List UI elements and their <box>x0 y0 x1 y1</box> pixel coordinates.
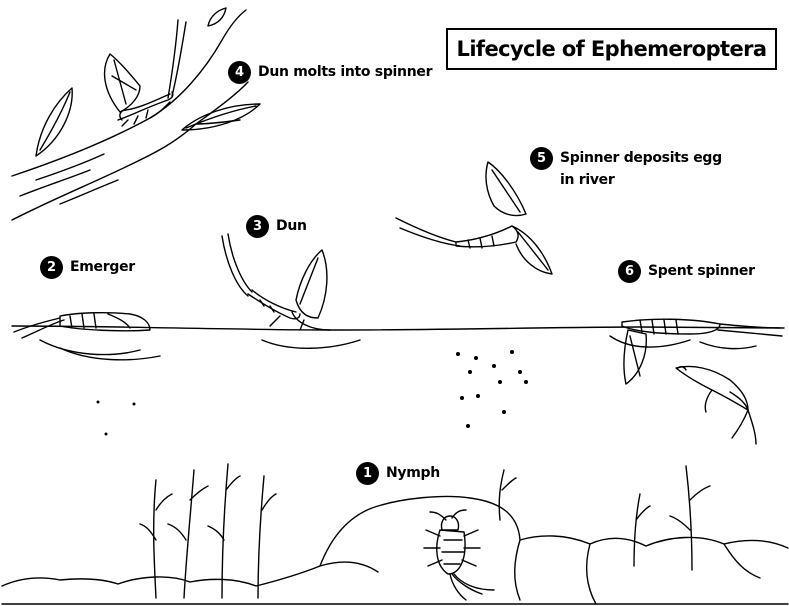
stage-number-badge: 5 <box>530 147 553 170</box>
stage-number-badge: 2 <box>40 256 63 279</box>
stage-3-dun: 3 Dun <box>246 215 307 238</box>
branch-leaf <box>36 88 72 156</box>
stage-number-badge: 3 <box>246 215 269 238</box>
stage-number-badge: 4 <box>228 61 251 84</box>
stage-label: Spent spinner <box>648 260 755 282</box>
stage-number-badge: 6 <box>618 260 641 283</box>
stage-label: Spinner deposits egg in river <box>560 147 722 191</box>
stage-label-line: Spinner deposits egg <box>560 147 722 169</box>
fish <box>676 367 756 445</box>
dun-molting-insect <box>105 20 186 126</box>
branch-leaf <box>208 8 226 26</box>
nymph-insect <box>424 510 494 600</box>
emerger-insect <box>14 313 150 338</box>
stage-label: Dun molts into spinner <box>258 61 432 83</box>
stage-label: Nymph <box>386 462 440 484</box>
stage-label: Emerger <box>70 256 135 278</box>
stage-label-line: in river <box>560 169 722 191</box>
stage-2-emerger: 2 Emerger <box>40 256 135 279</box>
title-text: Lifecycle of Ephemeroptera <box>457 37 767 61</box>
stage-number-badge: 1 <box>356 462 379 485</box>
river-bed <box>2 496 788 604</box>
spent-spinner-insect <box>622 319 784 384</box>
stage-4-dun-molts: 4 Dun molts into spinner <box>228 61 432 84</box>
diagram-title: Lifecycle of Ephemeroptera <box>446 28 777 70</box>
dun-insect <box>222 234 330 330</box>
stage-5-spinner-deposits: 5 Spinner deposits egg in river <box>530 147 722 191</box>
stage-6-spent-spinner: 6 Spent spinner <box>618 260 755 283</box>
stage-label: Dun <box>276 215 307 237</box>
stage-1-nymph: 1 Nymph <box>356 462 440 485</box>
spinner-flying-insect <box>396 162 552 274</box>
eggs <box>97 350 529 436</box>
